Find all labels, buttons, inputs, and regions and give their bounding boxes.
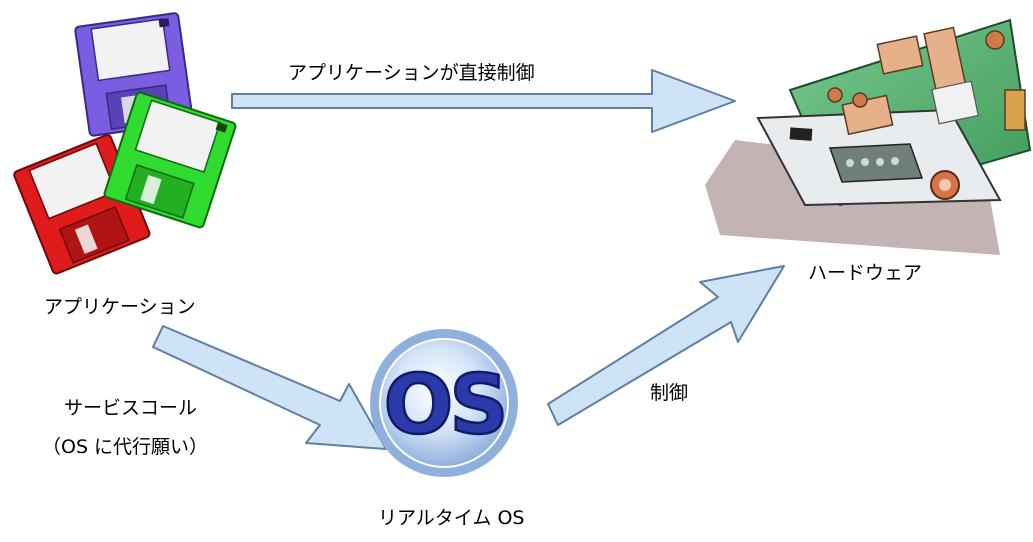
direct-control-label: アプリケーションが直接制御: [288, 62, 535, 84]
application-label: アプリケーション: [44, 296, 196, 318]
circuit-board-icon: [705, 18, 1032, 255]
hardware-label: ハードウェア: [808, 262, 923, 284]
control-arrow: [547, 265, 785, 426]
service-call-arrow: [152, 325, 387, 450]
os-badge-text: OS: [384, 358, 505, 453]
control-label: 制御: [650, 382, 689, 404]
service-call-note: （OS に代行願い）: [42, 436, 209, 458]
service-call-label: サービスコール: [64, 397, 198, 419]
os-badge-icon: OS: [370, 329, 518, 477]
rtos-label: リアルタイム OS: [378, 507, 525, 529]
direct-control-arrow: [231, 69, 736, 133]
floppy-disks-icon: [13, 12, 237, 275]
